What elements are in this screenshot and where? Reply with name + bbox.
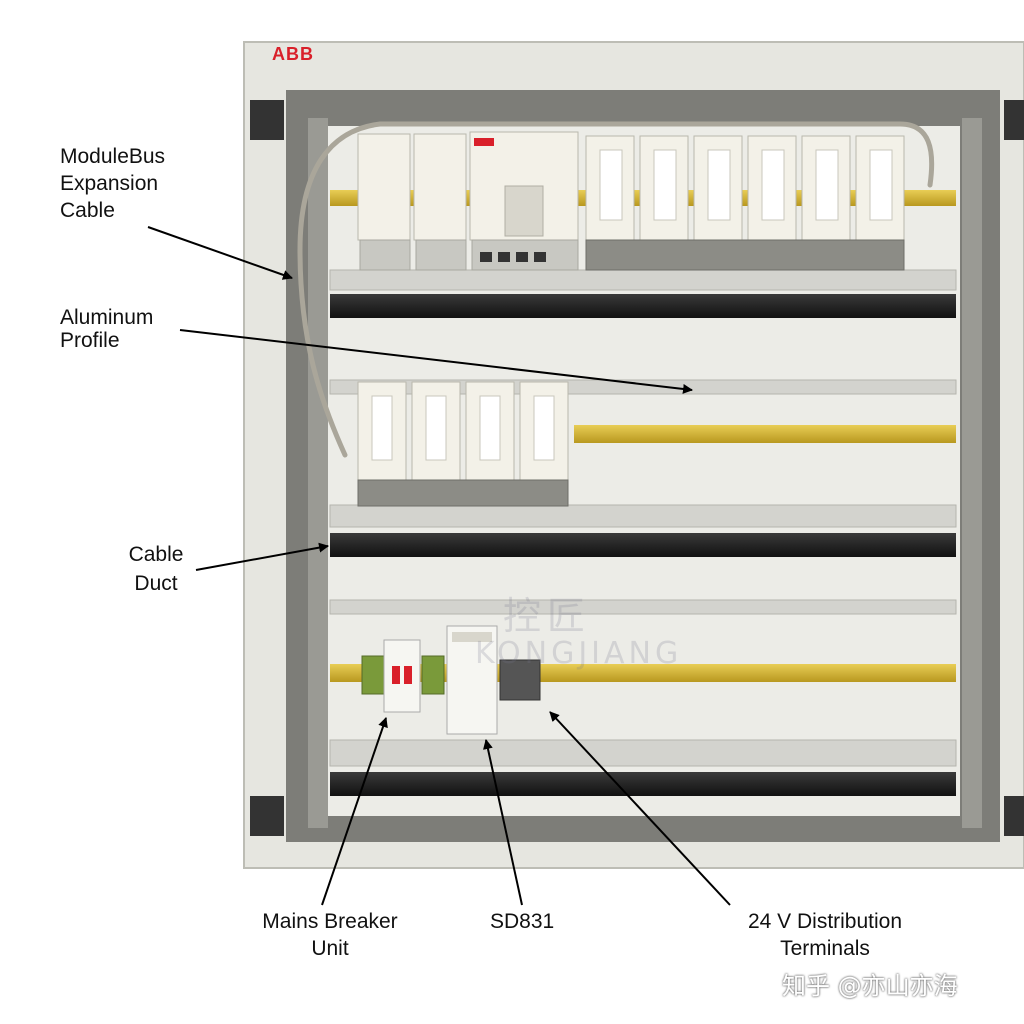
label-mains-line2: Unit	[311, 937, 349, 960]
label-modulebus-line3: Cable	[60, 199, 115, 222]
label-aluminum-line1: Aluminum	[60, 306, 154, 329]
mains-breaker	[383, 639, 421, 713]
cable-duct-middle	[330, 533, 956, 557]
modulebus-cable	[297, 121, 935, 458]
arrow-cable-duct	[195, 542, 329, 571]
leader-arrows	[147, 226, 731, 906]
cable-duct-top	[330, 294, 956, 318]
watermark-cn: 控匠	[503, 594, 592, 638]
terminal-block-mid	[421, 655, 445, 695]
controller-panel	[504, 185, 544, 237]
abb-logo: ABB	[272, 44, 314, 64]
middle-row-modules	[357, 381, 569, 507]
din-rail-middle	[574, 425, 956, 443]
cable-duct-bottom	[330, 772, 956, 796]
arrow-aluminum	[179, 329, 693, 394]
label-modulebus-line2: Expansion	[60, 172, 159, 195]
label-cable-duct-line1: Cable	[128, 543, 184, 566]
mounting-strips	[308, 118, 982, 828]
arrow-terminals	[549, 711, 731, 906]
arrow-modulebus	[147, 226, 293, 280]
label-cable-duct: Cable Duct	[112, 540, 200, 598]
label-aluminum-profile: Aluminum Profile	[60, 306, 153, 352]
label-modulebus: ModuleBus Expansion Cable	[60, 143, 165, 224]
source-credit: 知乎 @亦山亦海	[782, 972, 958, 1000]
bottom-row-components	[361, 625, 541, 735]
power-module-1	[357, 133, 411, 241]
label-aluminum-line2: Profile	[60, 329, 120, 352]
label-terminals-line2: Terminals	[780, 937, 870, 960]
arrow-mains	[321, 717, 388, 906]
power-module-2	[413, 133, 467, 241]
watermark-en: KONGJIANG	[475, 636, 683, 671]
top-row-modules	[357, 131, 905, 271]
hinges	[250, 100, 1024, 836]
distribution-terminals	[499, 659, 541, 701]
label-24v-terminals: 24 V Distribution Terminals	[720, 908, 930, 962]
label-mains-line1: Mains Breaker	[262, 910, 398, 933]
aluminum-profiles	[329, 269, 957, 767]
label-modulebus-line1: ModuleBus	[60, 145, 166, 168]
terminal-block-left	[361, 655, 385, 695]
label-cable-duct-line2: Duct	[134, 572, 178, 595]
arrow-sd831	[483, 739, 523, 906]
sd831-power-supply	[446, 625, 498, 735]
label-sd831: SD831	[490, 910, 555, 933]
label-terminals-line1: 24 V Distribution	[747, 910, 903, 933]
label-mains-breaker: Mains Breaker Unit	[240, 908, 420, 962]
